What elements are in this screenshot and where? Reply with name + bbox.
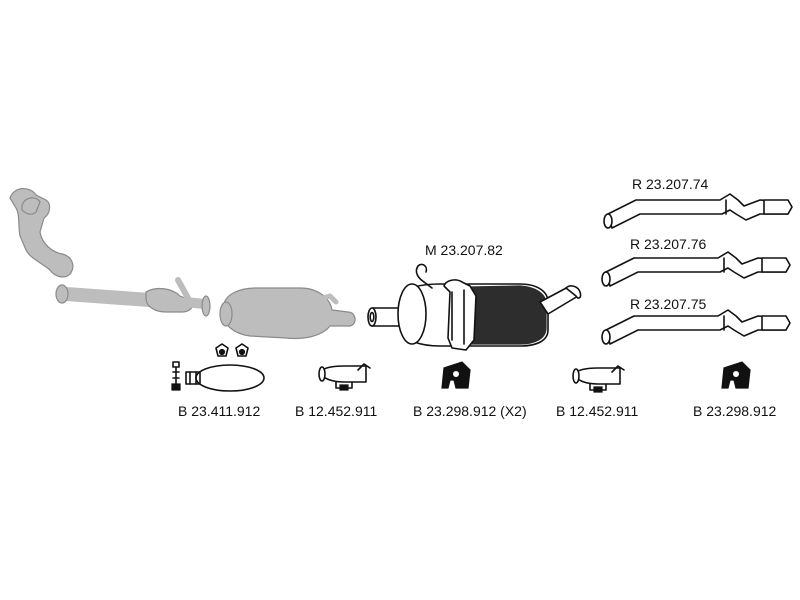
front-silencer-gray	[219, 287, 356, 340]
label-rubber-mount-1: B 23.298.912 (X2)	[413, 403, 527, 419]
rubber-mount-2[interactable]	[721, 361, 751, 389]
label-clamp-2: B 12.452.911	[556, 403, 639, 419]
rubber-mount-1[interactable]	[441, 361, 471, 389]
main-silencer[interactable]	[367, 263, 582, 351]
clamp-1[interactable]	[318, 363, 371, 391]
clamp-2[interactable]	[572, 365, 625, 393]
rear-pipe-2[interactable]	[601, 251, 791, 287]
label-rear-pipe-3: R 23.207.75	[630, 296, 707, 312]
label-mounting-kit: B 23.411.912	[178, 403, 261, 419]
label-main-silencer: M 23.207.82	[425, 242, 503, 258]
rear-pipe-3[interactable]	[601, 309, 791, 345]
catalytic-converter-gray	[9, 188, 74, 278]
rear-pipe-1[interactable]	[603, 193, 793, 229]
label-clamp-1: B 12.452.911	[295, 403, 378, 419]
mounting-kit[interactable]	[171, 343, 265, 392]
label-rear-pipe-2: R 23.207.76	[630, 236, 707, 252]
front-pipe-gray	[55, 277, 211, 317]
label-rubber-mount-2: B 23.298.912	[693, 403, 777, 419]
label-rear-pipe-1: R 23.207.74	[632, 176, 709, 192]
